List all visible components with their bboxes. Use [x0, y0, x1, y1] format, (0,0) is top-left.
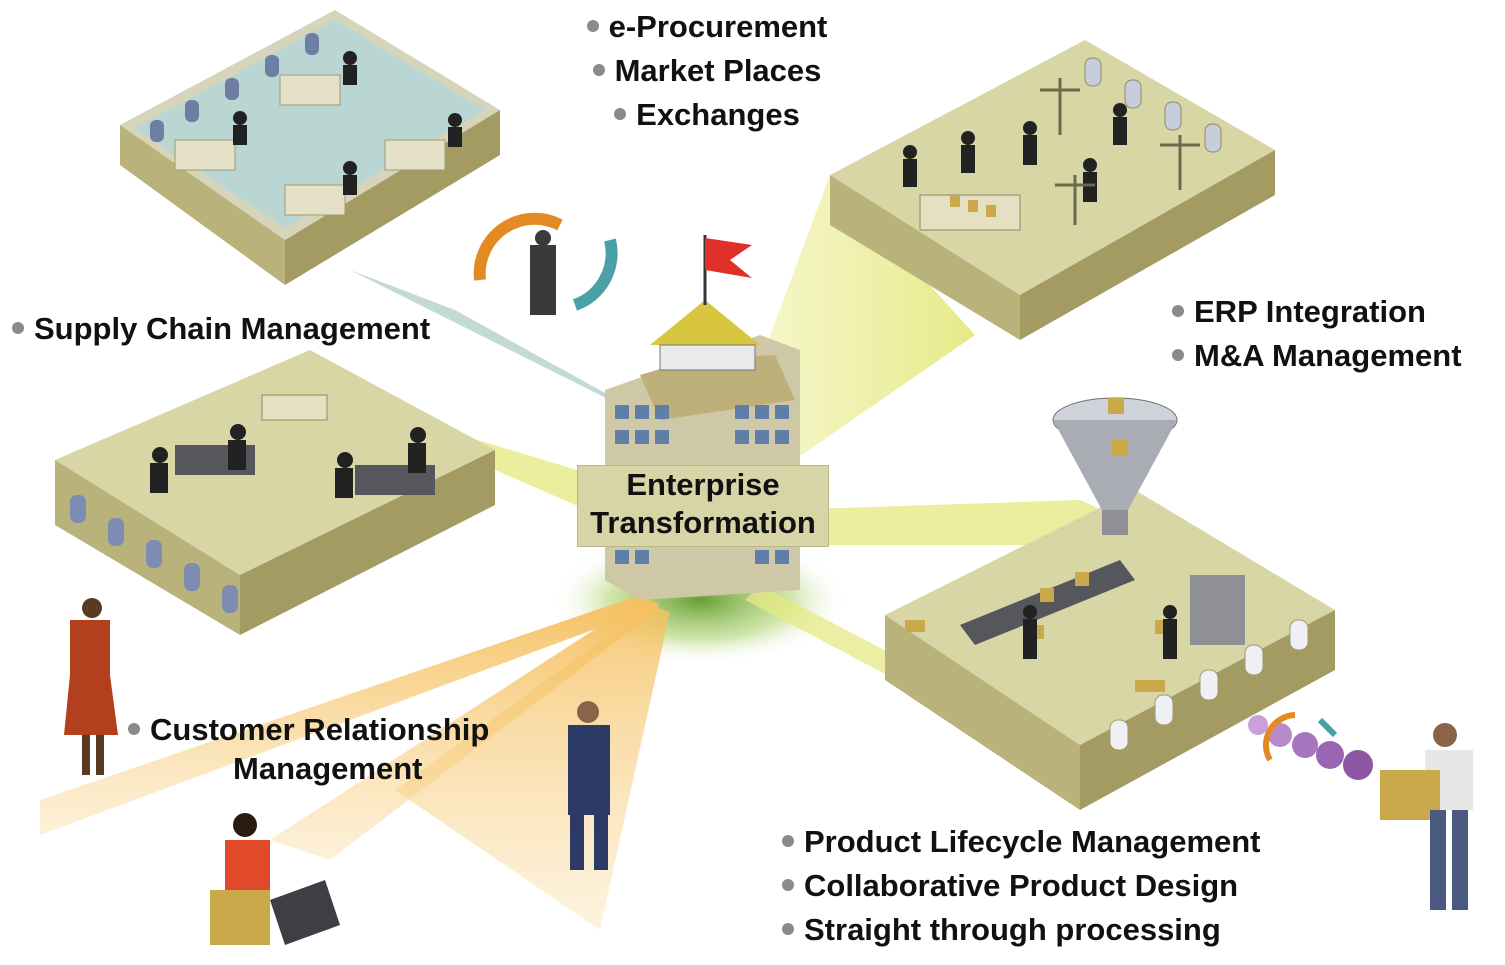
- crm-line-2: Management: [233, 751, 423, 786]
- funnel: [1052, 397, 1178, 535]
- delivery-man-right: [1380, 723, 1473, 910]
- plm-item: Straight through processing: [782, 908, 1261, 952]
- center-line-2: Transformation: [590, 505, 816, 540]
- bullet-icon: [1172, 348, 1184, 361]
- info-kiosk: [473, 212, 618, 315]
- bullet-icon: [1172, 304, 1184, 317]
- plm-item: Product Lifecycle Management: [782, 820, 1261, 864]
- procurement-item: e-Procurement: [572, 5, 842, 49]
- enterprise-transformation-label: Enterprise Transformation: [577, 465, 829, 547]
- bullet-icon: [12, 321, 24, 334]
- erp-item: ERP Integration: [1172, 290, 1462, 334]
- bullet-icon: [782, 878, 794, 891]
- procurement-label: e-Procurement Market Places Exchanges: [572, 5, 842, 137]
- procurement-item: Exchanges: [572, 93, 842, 137]
- path-to-customer-left: [40, 595, 660, 835]
- erp-label: ERP Integration M&A Management: [1172, 290, 1462, 378]
- bullet-icon: [128, 722, 140, 735]
- customer-laptop-user: [210, 813, 340, 945]
- customer-woman-left: [64, 598, 118, 775]
- crm-label: Customer Relationship Management: [128, 710, 489, 788]
- bullet-icon: [782, 922, 794, 935]
- bullet-icon: [614, 107, 627, 120]
- erp-room: [830, 40, 1275, 340]
- bullet-icon: [782, 834, 794, 847]
- erp-item: M&A Management: [1172, 334, 1462, 378]
- crm-line-1: Customer Relationship: [128, 710, 489, 749]
- bullet-icon: [592, 63, 605, 76]
- plm-item: Collaborative Product Design: [782, 864, 1261, 908]
- path-to-customer-laptop: [270, 600, 660, 860]
- molecule-chain: [1248, 712, 1373, 780]
- customer-phone-man: [568, 701, 610, 870]
- plm-room: [885, 490, 1335, 810]
- procurement-item: Market Places: [572, 49, 842, 93]
- procurement-room: [120, 10, 500, 285]
- bullet-icon: [586, 19, 599, 32]
- plm-label: Product Lifecycle Management Collaborati…: [782, 820, 1261, 952]
- center-line-1: Enterprise: [626, 467, 780, 502]
- supply-chain-item: Supply Chain Management: [12, 307, 430, 351]
- scm-room: [55, 350, 495, 635]
- supply-chain-label: Supply Chain Management: [12, 307, 430, 351]
